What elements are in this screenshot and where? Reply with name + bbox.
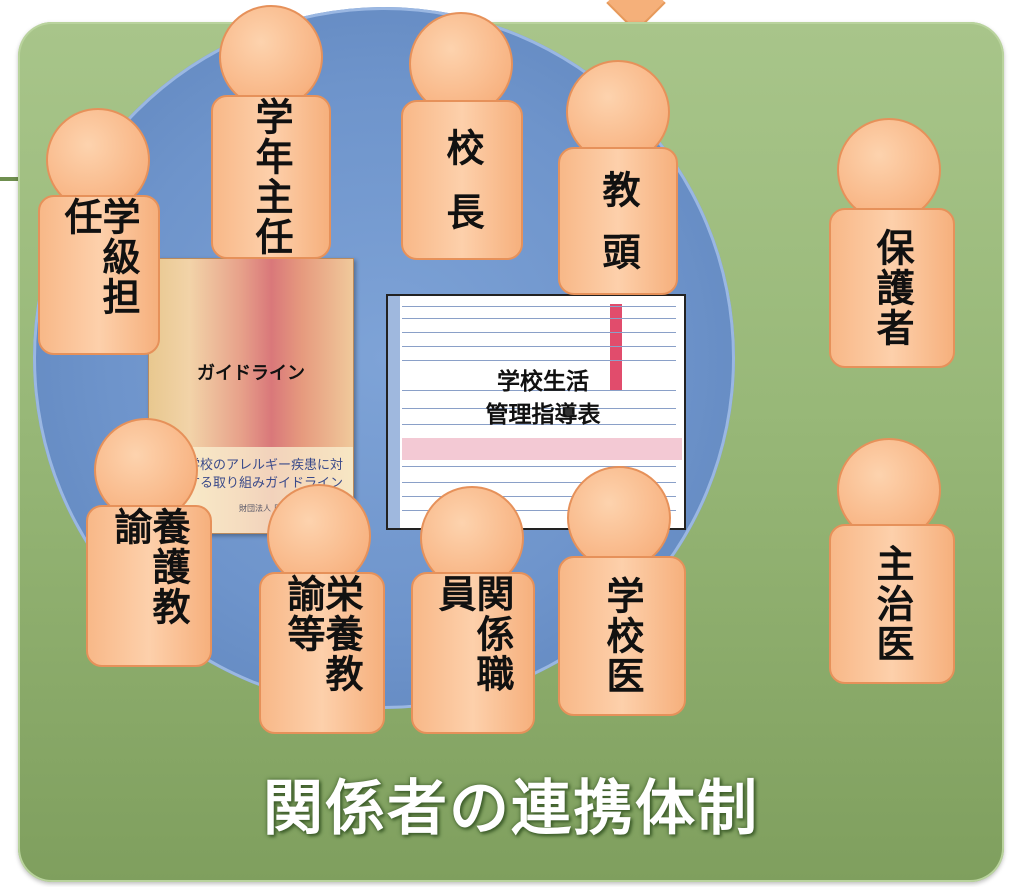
form-title: 学校生活 管理指導表 [428,366,658,432]
vice-principal-figure: 教 頭 [558,147,678,295]
nutrition-teacher-figure: 栄養教諭等 [259,572,385,734]
grade-chief-figure: 学年主任 [211,95,331,259]
principal-head [409,12,513,116]
school-nurse-head [94,418,198,522]
class-teacher-head [46,108,150,212]
guideline-label: ガイドライン [197,363,305,384]
guardian-figure: 保護者 [829,208,955,368]
nutrition-teacher-label: 栄養教諭等 [281,574,363,694]
vice-principal-label-1: 教 [596,170,640,210]
principal-figure: 校 長 [401,100,523,260]
form-title-line-2: 管理指導表 [485,402,601,428]
vice-principal-label-2: 頭 [596,232,640,272]
attending-physician-figure: 主治医 [829,524,955,684]
school-doctor-label: 学校医 [600,576,644,696]
attending-physician-label: 主治医 [870,544,914,664]
form-title-line-1: 学校生活 [497,369,589,395]
school-doctor-head [567,466,671,570]
nutrition-teacher-head [267,484,371,588]
principal-label-1: 校 [440,128,484,168]
vice-principal-head [566,60,670,164]
school-doctor-figure: 学校医 [558,556,686,716]
guardian-head [837,118,941,222]
form-section-strip [402,438,682,460]
grade-chief-label: 学年主任 [249,97,293,257]
guardian-label: 保護者 [870,228,914,348]
related-staff-label: 関係職員 [432,574,514,694]
school-nurse-figure: 養護教諭 [86,505,212,667]
related-staff-figure: 関係職員 [411,572,535,734]
principal-label-2: 長 [440,192,484,232]
diagram-caption: 関係者の連携体制 [263,774,759,844]
form-side-band [388,296,400,528]
class-teacher-label: 学級担任 [58,197,140,317]
grade-chief-head [219,5,323,109]
school-nurse-label: 養護教諭 [108,507,190,627]
form-emergency-bar [610,304,622,390]
class-teacher-figure: 学級担任 [38,195,160,355]
